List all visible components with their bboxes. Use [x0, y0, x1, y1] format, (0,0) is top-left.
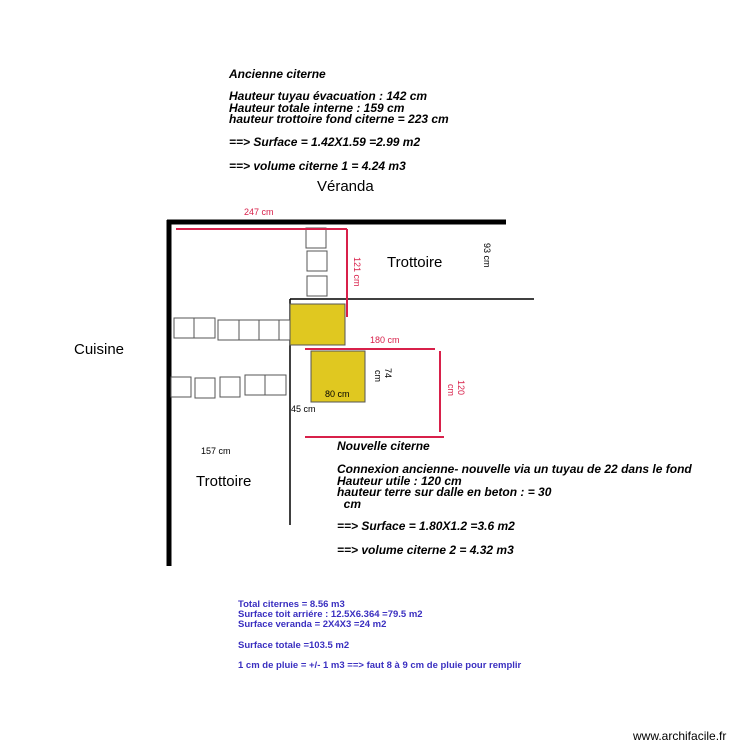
summary-line: Total citernes = 8.56 m3 [238, 599, 345, 610]
tiles [170, 227, 328, 399]
dim-74: 74 [383, 368, 393, 379]
dim-74-unit: cm [373, 370, 383, 382]
old-tank-line: Hauteur tuyau évacuation : 142 cm [229, 89, 428, 103]
summary-total: Surface totale =103.5 m2 [238, 640, 350, 651]
summary-line: Surface toit arriére : 12.5X6.364 =79.5 … [238, 609, 423, 620]
area-trottoire-bottom: Trottoire [196, 473, 252, 490]
new-tank-line: Connexion ancienne- nouvelle via un tuya… [337, 462, 692, 476]
dim-157: 157 cm [201, 446, 231, 456]
dim-120-unit: cm [446, 384, 456, 396]
dim-120: 120 [456, 380, 466, 396]
new-tank-line: hauteur terre sur dalle en beton : = 30 [337, 485, 552, 499]
new-tank-line: cm [337, 497, 362, 511]
area-trottoire-top: Trottoire [387, 254, 443, 271]
old-tank-line: Hauteur totale interne : 159 cm [229, 101, 405, 115]
dim-45: 45 cm [291, 404, 316, 414]
new-tank-volume: ==> volume citerne 2 = 4.32 m3 [337, 543, 514, 557]
room-cuisine: Cuisine [74, 341, 125, 358]
old-tank-volume: ==> volume citerne 1 = 4.24 m3 [229, 159, 406, 173]
new-tank-line: Hauteur utile : 120 cm [337, 474, 462, 488]
summary-line: Surface veranda = 2X4X3 =24 m2 [238, 619, 387, 630]
dim-121: 121 cm [352, 257, 362, 287]
summary-rain: 1 cm de pluie = +/- 1 m3 ==> faut 8 à 9 … [238, 660, 522, 671]
dimension-lines [176, 228, 444, 438]
new-tank-surface: ==> Surface = 1.80X1.2 =3.6 m2 [337, 519, 515, 533]
new-tank-title: Nouvelle citerne [337, 439, 430, 453]
dim-80: 80 cm [325, 389, 350, 399]
old-tank-line: hauteur trottoire fond citerne = 223 cm [229, 112, 449, 126]
new-tank-shape [310, 350, 366, 403]
dim-180: 180 cm [370, 335, 400, 345]
dim-247: 247 cm [244, 207, 274, 217]
dim-93: 93 cm [482, 243, 492, 268]
old-tank-title: Ancienne citerne [229, 67, 326, 81]
room-veranda: Véranda [317, 178, 374, 195]
old-tank-shape [289, 303, 346, 346]
watermark: www.archifacile.fr [633, 729, 727, 743]
old-tank-surface: ==> Surface = 1.42X1.59 =2.99 m2 [229, 135, 421, 149]
